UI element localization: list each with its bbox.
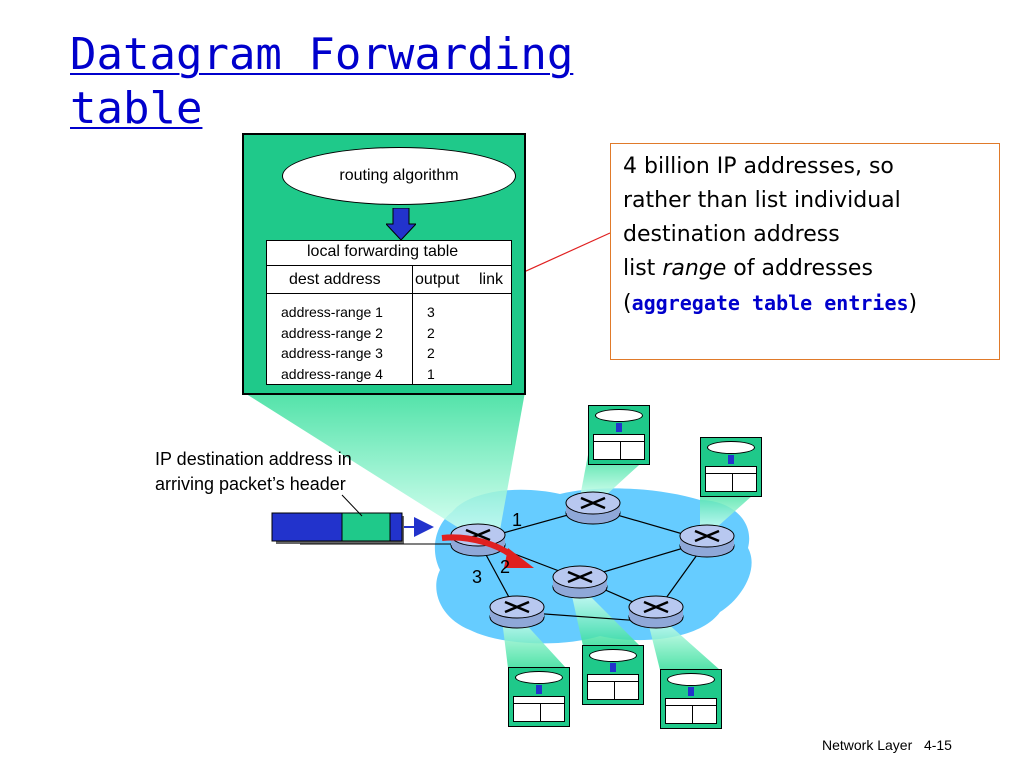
table-caption: local forwarding table (307, 243, 459, 260)
cone-bottom-right (648, 622, 720, 670)
mini-router-table (508, 667, 570, 727)
mini-router-table (700, 437, 762, 497)
callout-line-4: list range of addresses (623, 252, 999, 286)
callout-line-3: destination address (623, 222, 840, 247)
col-header-output: output (415, 271, 460, 288)
router-icons (450, 491, 735, 629)
mini-router-table (660, 669, 722, 729)
table-divider (267, 265, 511, 266)
packet-header-label: IP destination address in arriving packe… (155, 447, 352, 497)
mini-router-table (588, 405, 650, 465)
table-row-dest: address-range 1 (281, 304, 383, 320)
callout-text: ( (623, 291, 632, 316)
forwarding-table: local forwarding table dest address outp… (266, 240, 512, 385)
table-divider (267, 293, 511, 294)
cone-right (700, 487, 762, 528)
cone-bottom-left (502, 620, 566, 668)
callout-text: of addresses (726, 256, 873, 281)
packet-header-field (341, 512, 391, 542)
port-label-3: 3 (472, 567, 483, 587)
table-row-link: 1 (427, 365, 435, 382)
aggregation-callout: 4 billion IP addresses, so rather than l… (610, 143, 1000, 360)
callout-aggregate-term: aggregate table entries (631, 291, 909, 315)
callout-text: ) (908, 291, 918, 316)
cone-top (580, 455, 650, 497)
routing-algorithm-ellipse: routing algorithm (282, 147, 516, 205)
callout-text: list (623, 256, 663, 281)
routing-algorithm-label: routing algorithm (339, 167, 459, 184)
cone-bottom-mid (572, 596, 640, 646)
table-row-dest: address-range 2 (281, 324, 383, 341)
mini-router-table (582, 645, 644, 705)
down-arrow-icon (386, 208, 416, 240)
footer-page-number: 4-15 (923, 737, 952, 753)
col-header-link: link (479, 271, 504, 288)
zoom-cone (243, 392, 525, 530)
table-row-link: 2 (427, 345, 435, 361)
callout-line-2: rather than list individual (623, 188, 901, 213)
packet-label-line-2: arriving packet’s header (155, 474, 346, 494)
callout-line-5: (aggregate table entries) (623, 286, 999, 321)
port-label-2: 2 (500, 557, 511, 577)
port-label-1: 1 (512, 510, 523, 530)
callout-line-1: 4 billion IP addresses, so (623, 154, 894, 179)
title-line-1: Datagram Forwarding (70, 29, 574, 80)
table-column-divider (412, 265, 413, 384)
callout-range-word: range (662, 256, 727, 281)
table-column-link: 3 2 2 1 (427, 302, 435, 384)
page-title: Datagram Forwarding table (70, 28, 630, 136)
packet-label-line-1: IP destination address in (155, 449, 352, 469)
title-line-2: table (70, 83, 203, 134)
table-row-link: 2 (427, 324, 435, 341)
table-row-dest: address-range 3 (281, 345, 383, 361)
slide-footer: Network Layer 4-15 (822, 737, 952, 753)
footer-section: Network Layer (822, 737, 913, 753)
table-row-dest: address-range 4 (281, 365, 383, 382)
table-row-link: 3 (427, 304, 435, 320)
col-header-dest: dest address (289, 271, 381, 288)
table-column-dest: address-range 1 address-range 2 address-… (281, 302, 383, 384)
